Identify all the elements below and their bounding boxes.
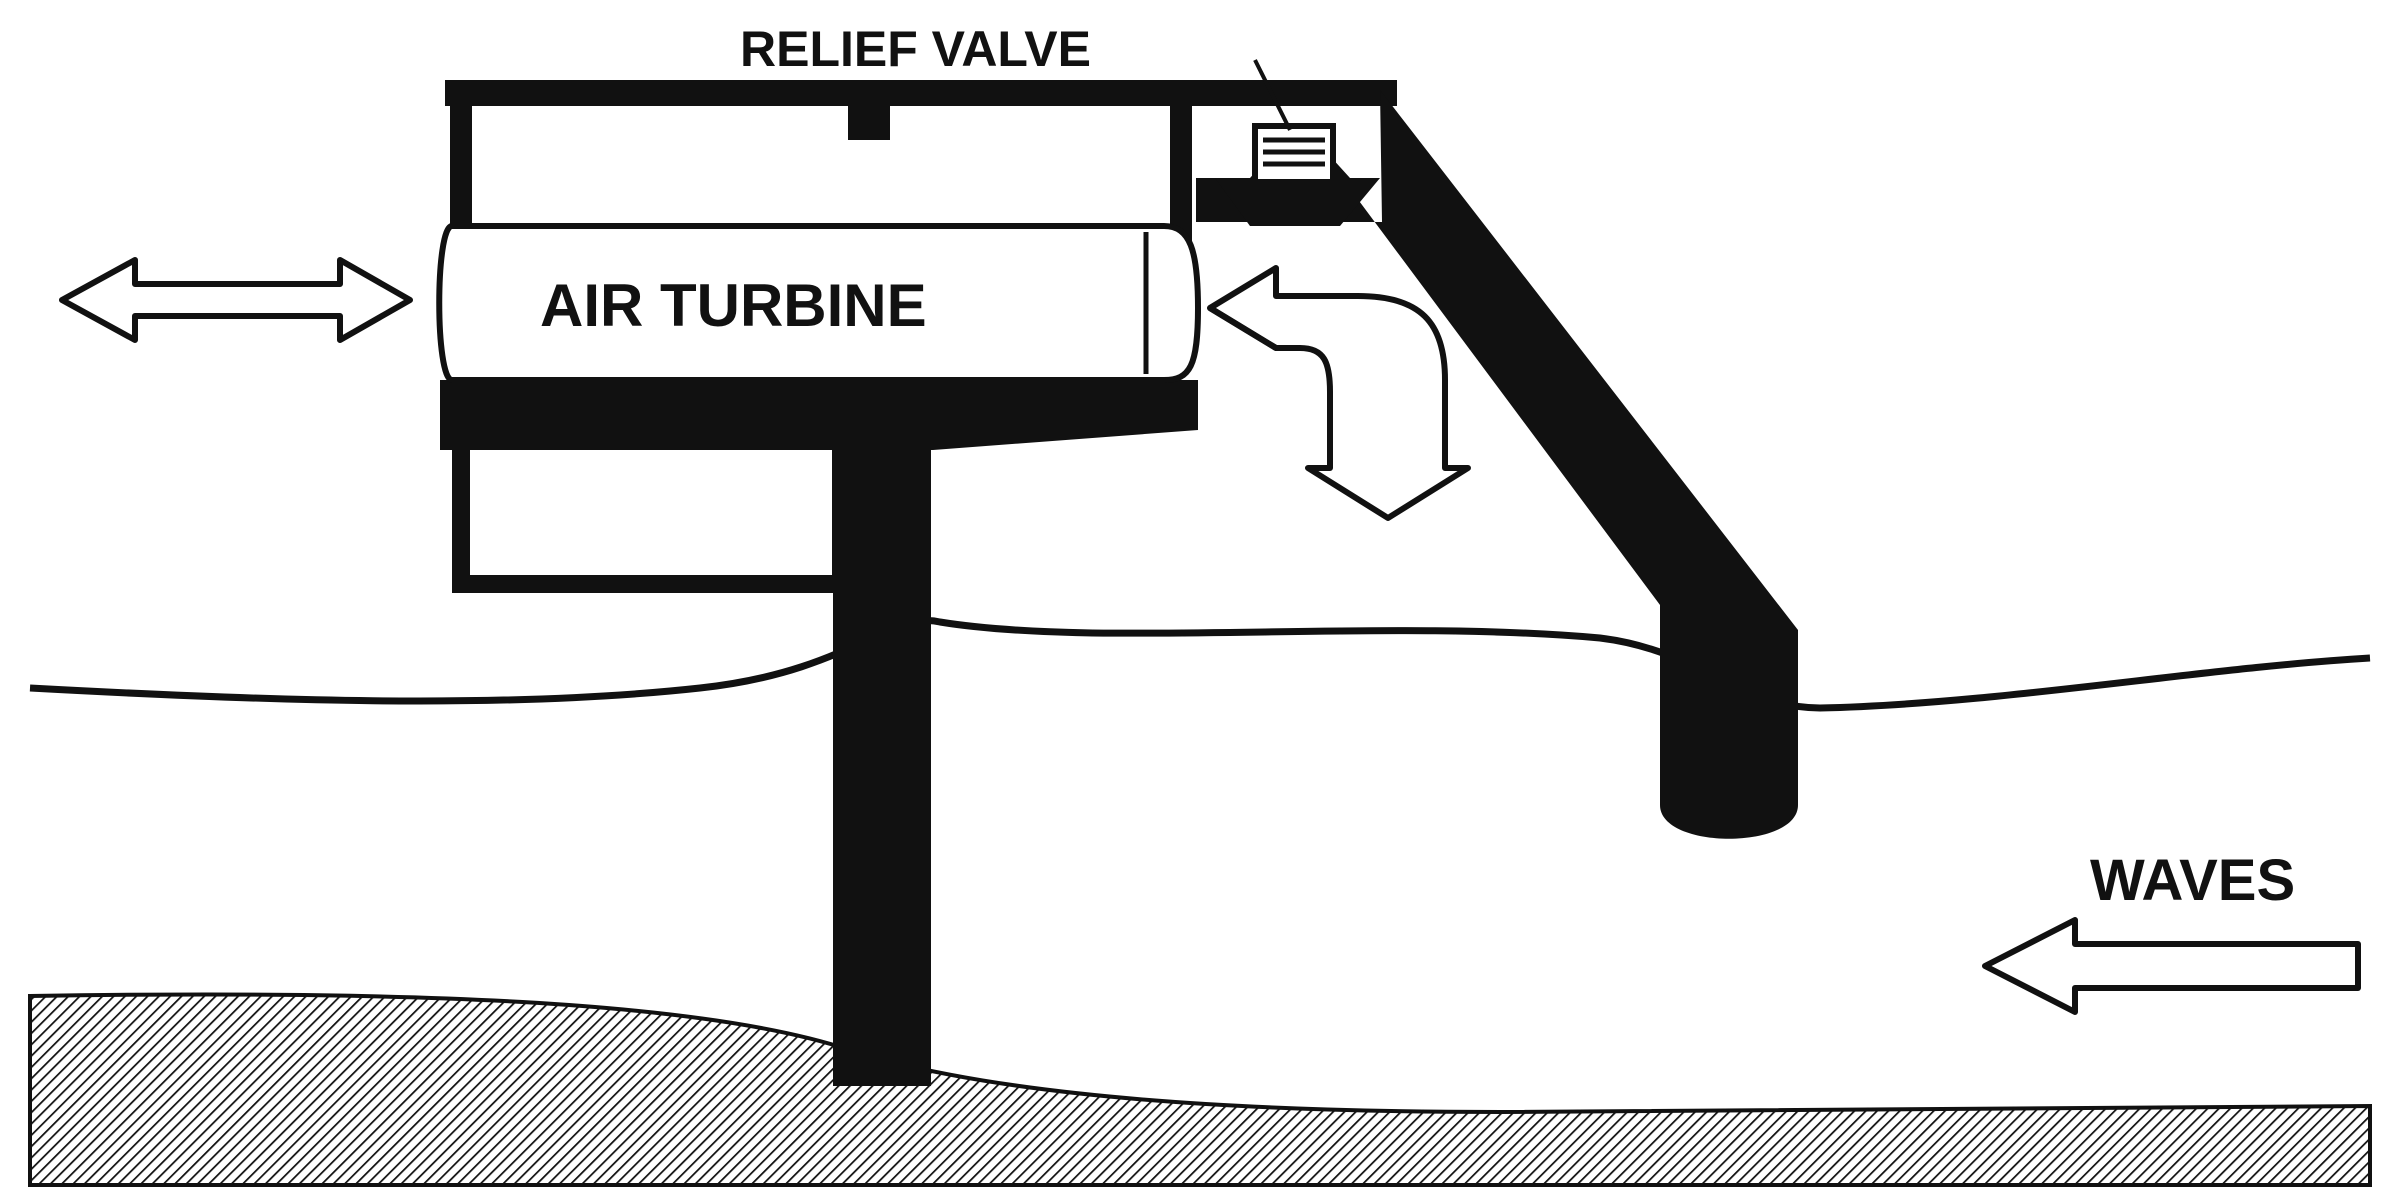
left-arrow-icon <box>1982 917 2361 1015</box>
air-chamber-duct <box>1196 90 1798 839</box>
seabed <box>28 992 2372 1187</box>
waves-label: WAVES <box>2090 848 2295 913</box>
double-arrow-horizontal-icon <box>59 257 413 343</box>
top-plate <box>445 80 1397 106</box>
turbine-base-slab <box>440 380 1198 450</box>
air-turbine-label: AIR TURBINE <box>540 272 927 339</box>
top-block <box>848 104 890 140</box>
air-turbine-body <box>436 223 1202 383</box>
bent-double-arrow-icon <box>1207 265 1471 521</box>
relief-valve-icon <box>1215 59 1380 226</box>
relief-valve-label: RELIEF VALVE <box>740 21 1091 77</box>
water-surface <box>29 617 2371 712</box>
